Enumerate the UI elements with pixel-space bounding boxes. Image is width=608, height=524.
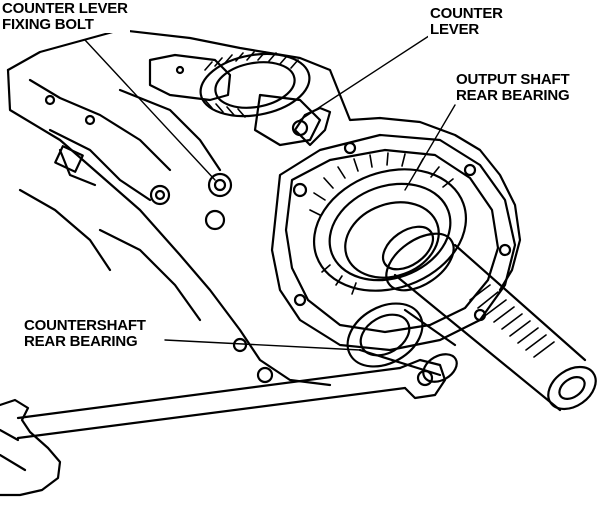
fixing-bolt: [204, 172, 233, 231]
output-gear: [309, 152, 468, 295]
rear-housing: [270, 133, 517, 352]
label-line: REAR BEARING: [456, 87, 570, 104]
label-line: LEVER: [430, 21, 480, 38]
upper-gear: [199, 51, 311, 118]
transmission-case: [6, 28, 522, 387]
label-line: COUNTER LEVER: [2, 0, 128, 17]
label-counter-lever-fixing-bolt: COUNTER LEVER FIXING BOLT: [0, 1, 130, 33]
hand: [0, 398, 62, 497]
label-counter-lever: COUNTER LEVER: [428, 6, 505, 38]
label-line: FIXING BOLT: [2, 16, 94, 33]
leader-lines: [84, 31, 456, 351]
label-line: REAR BEARING: [24, 333, 138, 350]
label-line: OUTPUT SHAFT: [456, 71, 570, 88]
output-shaft: [381, 225, 597, 412]
counter-lever: [291, 106, 332, 147]
label-countershaft-rear-bearing: COUNTERSHAFT REAR BEARING: [22, 318, 148, 350]
label-line: COUNTERSHAFT: [24, 317, 146, 334]
countershaft-bearing: [346, 302, 458, 383]
label-line: COUNTER: [430, 5, 503, 22]
puller-tool: [16, 358, 447, 440]
label-output-shaft-rear-bearing: OUTPUT SHAFT REAR BEARING: [454, 71, 572, 104]
